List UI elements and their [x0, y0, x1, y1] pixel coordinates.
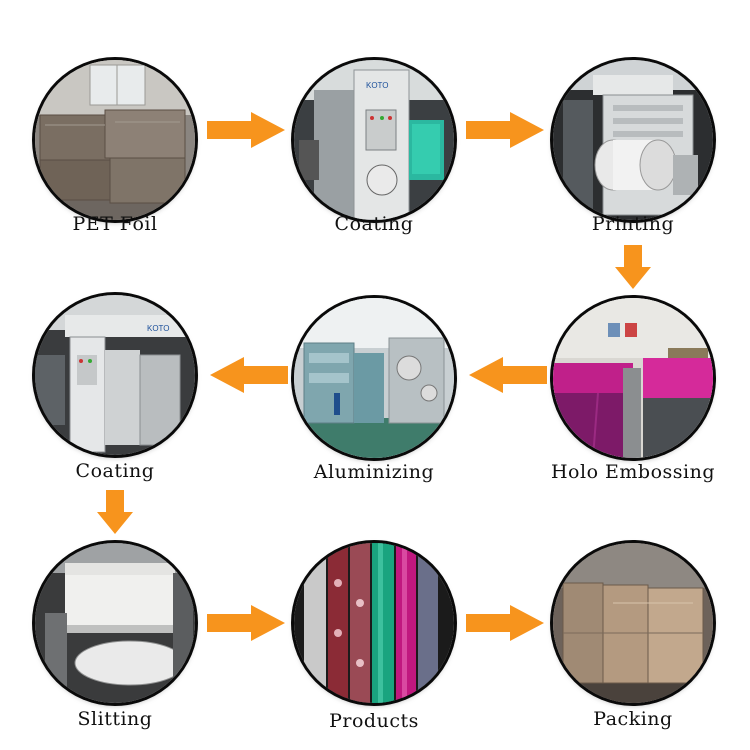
arrow-right-icon [207, 112, 285, 148]
coating-machine-2-photo: KOTO [35, 295, 195, 455]
arrow-down-icon [615, 245, 651, 289]
aluminizing-machine-photo [294, 298, 454, 458]
step-image-pet-foil [35, 60, 195, 220]
arrow-right-icon [466, 112, 544, 148]
holo-embossing-photo [553, 298, 713, 458]
step-label-pet-foil: PET Foil [72, 213, 158, 235]
arrow-down-icon [97, 490, 133, 534]
step-label-coating: Coating [334, 213, 414, 235]
arrow-right-icon [466, 605, 544, 641]
step-image-products [294, 543, 454, 703]
step-label-aluminizing: Aluminizing [313, 461, 435, 483]
machine-brand-label: KOTO [147, 324, 170, 333]
step-label-coating-2: Coating [75, 460, 155, 482]
step-label-holo-embossing: Holo Embossing [550, 461, 716, 483]
step-label-packing: Packing [593, 708, 673, 730]
arrow-right-icon [207, 605, 285, 641]
step-image-printing [553, 60, 713, 220]
slitting-machine-photo [35, 543, 195, 703]
coating-machine-photo: KOTO [294, 60, 454, 220]
step-image-slitting [35, 543, 195, 703]
printing-machine-photo [553, 60, 713, 220]
step-label-printing: Printing [591, 213, 675, 235]
step-label-products: Products [329, 710, 419, 732]
step-image-packing [553, 543, 713, 703]
machine-brand-label: KOTO [366, 81, 389, 90]
arrow-left-icon [210, 357, 288, 393]
arrow-left-icon [469, 357, 547, 393]
step-image-coating-2: KOTO [35, 295, 195, 455]
products-photo [294, 543, 454, 703]
packing-photo [553, 543, 713, 703]
step-image-aluminizing [294, 298, 454, 458]
step-image-coating: KOTO [294, 60, 454, 220]
step-label-slitting: Slitting [77, 708, 153, 730]
step-image-holo-embossing [553, 298, 713, 458]
pet-foil-photo [35, 60, 195, 220]
